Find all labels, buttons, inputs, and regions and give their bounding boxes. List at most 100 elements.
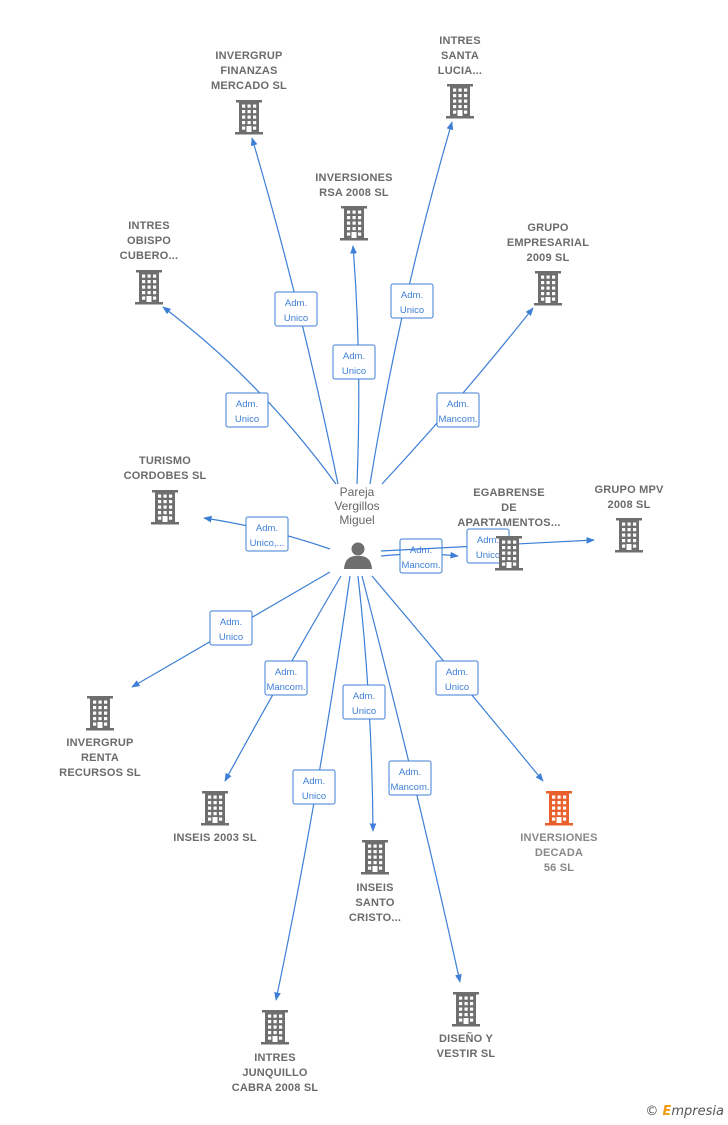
company-name-line: INVERSIONES [520, 832, 597, 844]
company-name-line: OBISPO [127, 235, 171, 247]
relation-label-text: Mancom. [438, 414, 477, 425]
company-name-line: RECURSOS SL [59, 767, 141, 779]
building-icon[interactable] [545, 791, 573, 826]
relation-label-text: Unico,... [250, 538, 285, 549]
building-icon[interactable] [201, 791, 229, 826]
company-name-line: 2009 SL [527, 252, 570, 264]
person-name-line: Vergillos [334, 499, 379, 513]
company-name-line: INVERGRUP [215, 50, 282, 62]
relation-label-box[interactable]: Adm.Mancom. [388, 760, 432, 796]
company-name-line: 56 SL [544, 862, 574, 874]
relation-label-box[interactable]: Adm. Unico [435, 660, 479, 696]
relation-edge: Adm.Unico [250, 137, 339, 485]
relation-label-text: Adm. [236, 399, 258, 410]
relation-label-text: Unico [342, 366, 366, 377]
relation-label-text: Adm. [353, 691, 375, 702]
relation-label-text: Adm. [275, 667, 297, 678]
company-name-line: EGABRENSE [473, 487, 544, 499]
company-name-line: INTRES [439, 35, 481, 47]
company-name-line: INVERSIONES [315, 172, 392, 184]
company-name-line: INTRES [128, 220, 170, 232]
relation-label-text: Adm. [401, 290, 423, 301]
company-name-line: VESTIR SL [437, 1048, 496, 1060]
company-node-intres-junquillo[interactable]: INTRES JUNQUILLO CABRA 2008 SL [232, 1010, 319, 1094]
relation-label-text: Mancom. [266, 682, 305, 693]
relation-edge: Adm. Unico [162, 306, 337, 485]
company-name-line: CUBERO... [120, 250, 179, 262]
company-name-line: RSA 2008 SL [319, 187, 389, 199]
company-name-line: JUNQUILLO [242, 1067, 308, 1079]
building-icon[interactable] [235, 100, 263, 135]
edges-layer: Adm.UnicoAdm.UnicoAdm.UnicoAdm.UnicoAdm.… [131, 121, 595, 1001]
building-icon[interactable] [261, 1010, 289, 1045]
relation-edge: Adm. Unico [371, 575, 544, 782]
company-name-line: INVERGRUP [66, 737, 133, 749]
relation-label-box[interactable]: Adm.Unico [225, 392, 269, 428]
relation-label-box[interactable]: Adm. Mancom. [264, 660, 308, 696]
relation-edge: Adm. Unico,... [203, 515, 331, 552]
relation-label-box[interactable]: Adm.Unico [390, 283, 434, 319]
relation-label-box[interactable]: Adm.Unico [292, 769, 336, 805]
building-icon[interactable] [135, 270, 163, 305]
company-name-line: INTRES [254, 1052, 296, 1064]
relation-label-box[interactable]: Adm. Unico,... [245, 516, 289, 552]
relation-label-text: Mancom. [401, 560, 440, 571]
building-icon[interactable] [446, 84, 474, 119]
building-icon[interactable] [452, 992, 480, 1027]
company-name-line: GRUPO [527, 222, 569, 234]
building-icon[interactable] [340, 206, 368, 241]
company-node-intres-obispo[interactable]: INTRES OBISPO CUBERO... [120, 220, 179, 305]
building-icon[interactable] [361, 840, 389, 875]
company-node-invergrup-renta[interactable]: INVERGRUP RENTA RECURSOS SL [59, 696, 141, 779]
company-node-egabrense[interactable]: EGABRENSEDEAPARTAMENTOS... [457, 487, 560, 571]
person-name-line: Miguel [339, 513, 374, 527]
relation-edge: Adm.Unico [369, 121, 454, 485]
building-icon[interactable] [615, 518, 643, 553]
building-icon[interactable] [534, 271, 562, 306]
company-name-line: CRISTO... [349, 912, 401, 924]
edge-line [162, 306, 337, 485]
company-name-line: FINANZAS [220, 65, 277, 77]
company-node-inseis-santo[interactable]: INSEISSANTOCRISTO... [349, 840, 401, 924]
relation-label-box[interactable]: Adm.Unico [274, 291, 318, 327]
company-name-line: CABRA 2008 SL [232, 1082, 319, 1094]
relation-edge: Adm.Mancom. [380, 538, 459, 574]
company-name-line: EMPRESARIAL [507, 237, 589, 249]
relation-edge: Adm. Mancom. [224, 575, 342, 782]
relation-label-text: Unico [445, 682, 469, 693]
company-name-line: 2008 SL [608, 499, 651, 511]
relation-label-text: Adm. [446, 667, 468, 678]
relation-label-text: Adm. [477, 535, 499, 546]
relation-label-text: Unico [284, 313, 308, 324]
relation-label-box[interactable]: Adm.Unico [209, 610, 253, 646]
building-icon[interactable] [86, 696, 114, 731]
relation-edge: Adm.Mancom. [361, 575, 462, 983]
relation-label-box[interactable]: Adm.Unico [342, 684, 386, 720]
relation-label-box[interactable]: Adm.Mancom. [399, 538, 443, 574]
company-node-inseis-2003[interactable]: INSEIS 2003 SL [173, 791, 257, 844]
company-node-grupo-empresarial[interactable]: GRUPO EMPRESARIAL 2009 SL [507, 222, 589, 306]
relation-label-box[interactable]: Adm.Unico [332, 344, 376, 380]
copyright-footer: © Empresia [645, 1104, 724, 1119]
building-icon[interactable] [151, 490, 179, 525]
company-name-line: RENTA [81, 752, 119, 764]
company-node-inversiones-rsa[interactable]: INVERSIONES RSA 2008 SL [315, 172, 392, 241]
brand-logo[interactable]: Empresia [662, 1104, 725, 1119]
relation-edge: Adm.Unico [332, 245, 376, 485]
building-icon[interactable] [495, 536, 523, 571]
relation-label-text: Adm. [256, 523, 278, 534]
company-name-line: APARTAMENTOS... [457, 517, 560, 529]
company-name-line: SANTO [355, 897, 395, 909]
relation-label-text: Adm. [399, 767, 421, 778]
company-name-line: SANTA [441, 50, 479, 62]
person-icon[interactable] [344, 542, 372, 570]
company-node-intres-santa-lucia[interactable]: INTRESSANTALUCIA... [438, 35, 482, 119]
relation-label-box[interactable]: Adm.Mancom. [436, 392, 480, 428]
